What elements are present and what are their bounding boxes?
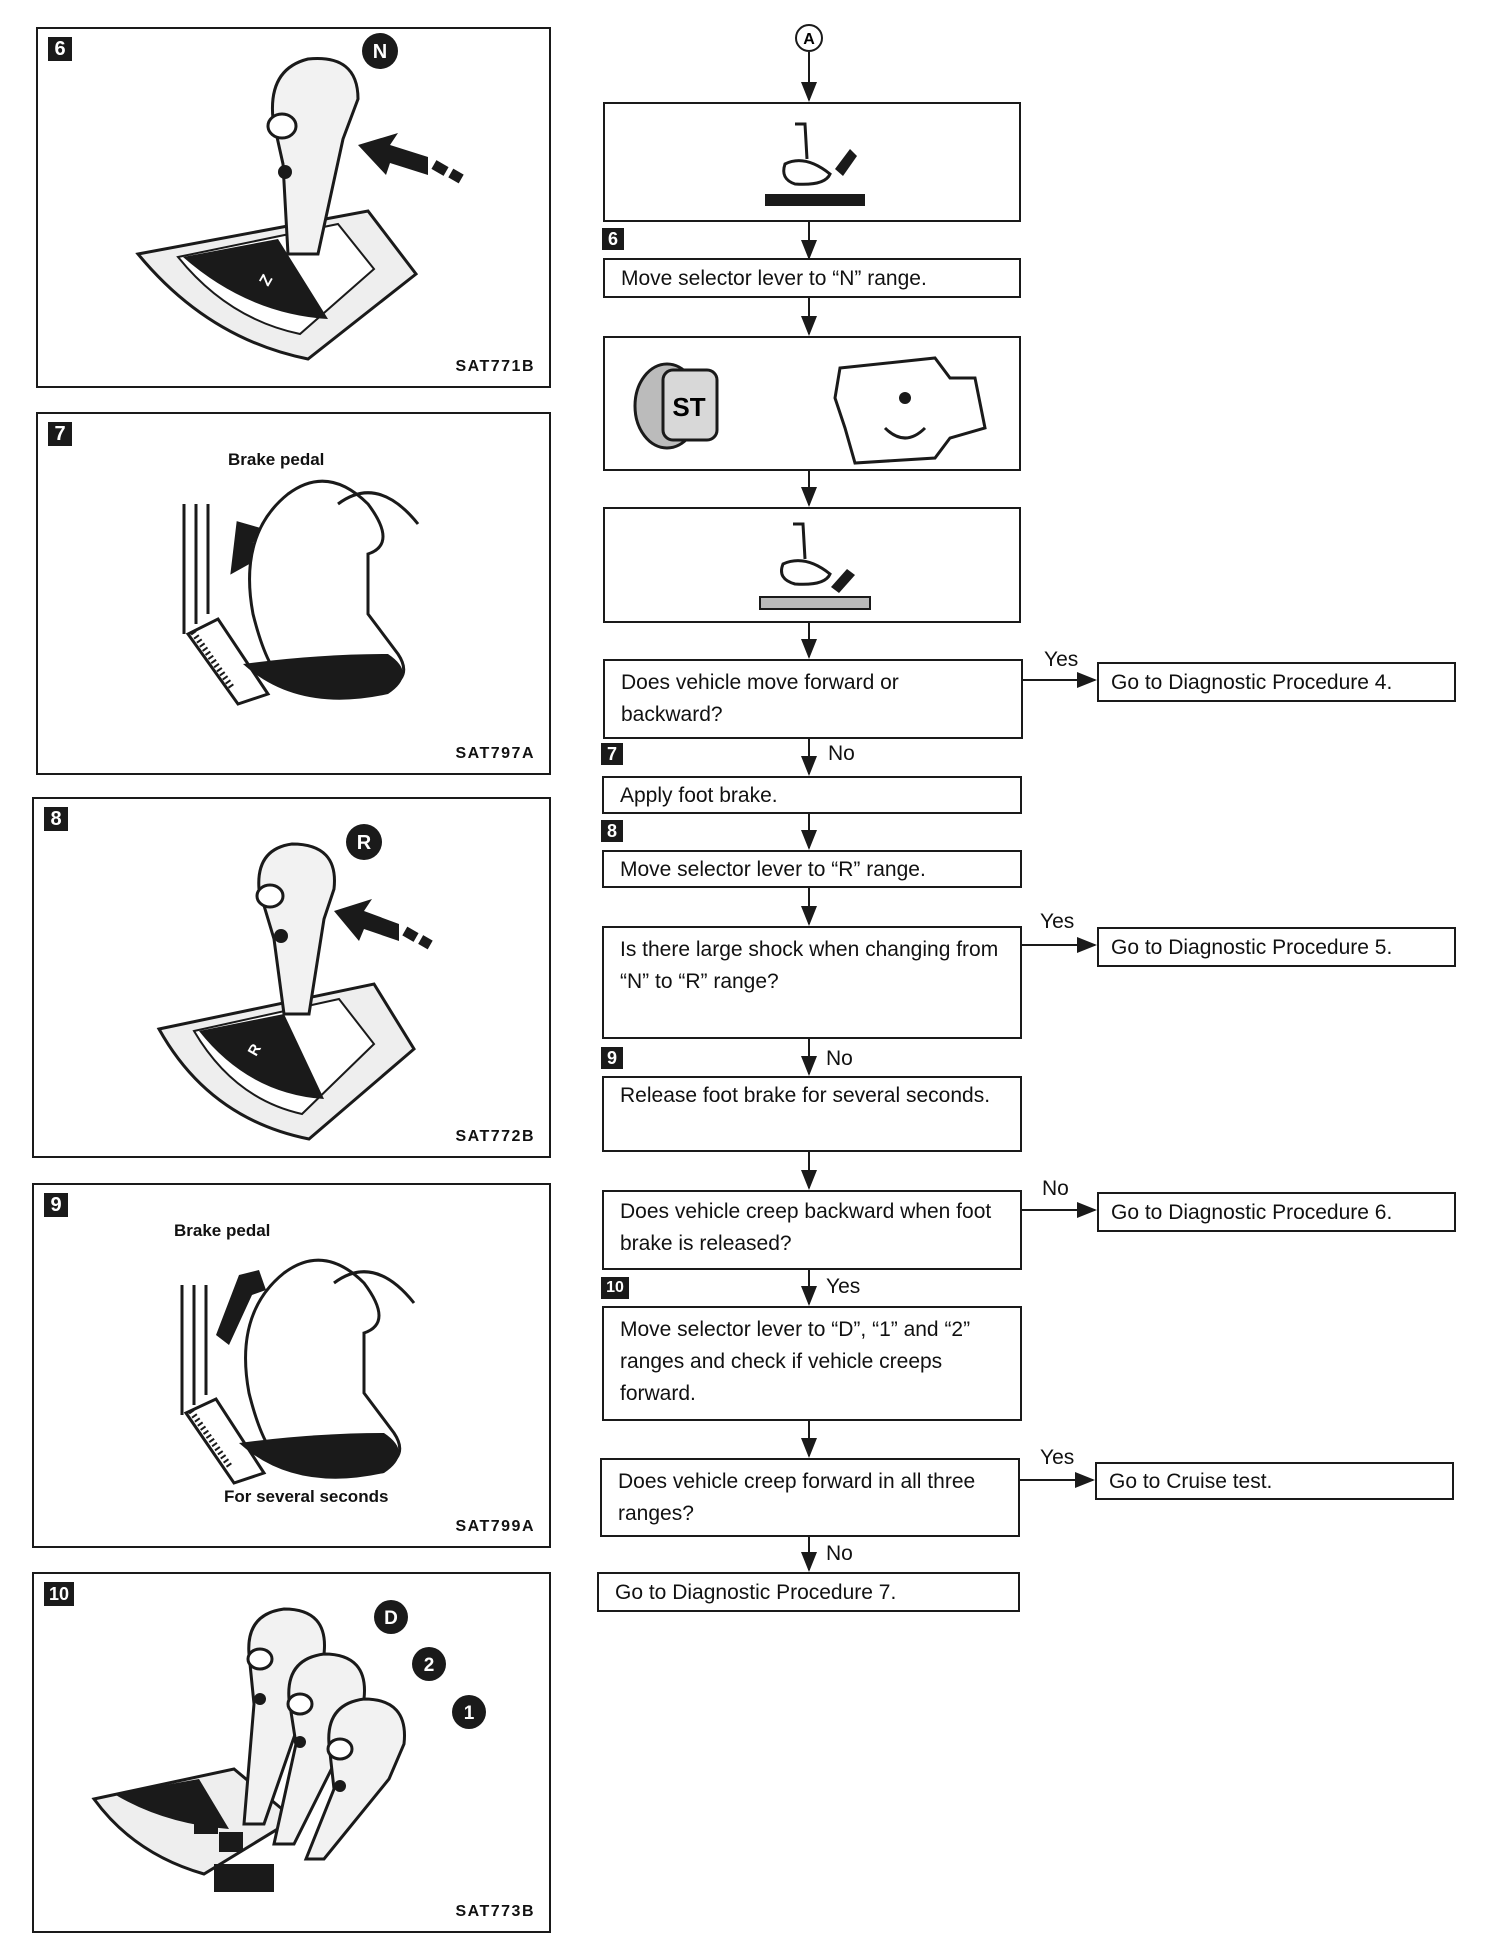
pic-start-engine: ST <box>603 336 1021 471</box>
step-badge: 9 <box>44 1193 68 1217</box>
figure-code: SAT797A <box>455 745 535 762</box>
box-move-to-d12: Move selector lever to “D”, “1” and “2” … <box>602 1306 1022 1421</box>
label-yes-4: Yes <box>1040 1446 1075 1469</box>
step-badge: 6 <box>48 37 72 61</box>
outcome-dp4: Go to Diagnostic Procedure 4. <box>1097 662 1456 702</box>
gate-2-marker <box>219 1832 243 1852</box>
box-question-shock: Is there large shock when changing from … <box>602 926 1022 1039</box>
step-badge: 10 <box>44 1582 74 1606</box>
label-no-3: No <box>1042 1177 1069 1200</box>
label-no-4: No <box>826 1542 853 1565</box>
range-badge-2: 2 <box>424 1655 435 1676</box>
label-yes-3: Yes <box>826 1275 861 1298</box>
box-question-creep-backward: Does vehicle creep backward when foot br… <box>602 1190 1022 1270</box>
figure-code: SAT771B <box>455 358 535 375</box>
panel-step-10: 10 D 2 1 SAT773B <box>32 1572 551 1933</box>
selector-lever-r-illustration: R R <box>156 824 433 1141</box>
box-go-dp7: Go to Diagnostic Procedure 7. <box>597 1572 1020 1612</box>
pic-foot-pressed <box>603 507 1021 623</box>
step-7-marker: 7 <box>601 743 623 765</box>
duration-caption: For several seconds <box>224 1487 389 1506</box>
label-no-2: No <box>826 1047 853 1070</box>
brake-pedal-release-illustration <box>180 1258 416 1485</box>
step-9-marker: 9 <box>601 1047 623 1069</box>
step-badge: 8 <box>44 807 68 831</box>
box-apply-foot-brake: Apply foot brake. <box>602 776 1022 814</box>
figure-code: SAT773B <box>455 1903 535 1920</box>
gate-d-marker <box>194 1814 218 1834</box>
foot-pedal-release-icon <box>765 122 865 206</box>
brake-pedal-press-illustration <box>182 479 420 706</box>
key-st-label: ST <box>672 392 705 422</box>
range-badge-r: R <box>357 832 372 854</box>
connector-a-label: A <box>803 31 815 48</box>
box-release-foot-brake: Release foot brake for several seconds. <box>602 1076 1022 1152</box>
selector-lever-d21-illustration: D 2 1 <box>91 1600 486 1892</box>
panel-step-8: 8 R R SAT772B <box>32 797 551 1158</box>
box-question-creep-forward: Does vehicle creep forward in all three … <box>600 1458 1020 1537</box>
box-move-to-r: Move selector lever to “R” range. <box>602 850 1022 888</box>
selector-lever-n-illustration: N Z <box>135 33 464 361</box>
connector-a-circle <box>795 24 823 52</box>
step-8-marker: 8 <box>601 820 623 842</box>
label-no-1: No <box>828 742 855 765</box>
brake-pedal-caption: Brake pedal <box>174 1221 271 1240</box>
box-move-to-n: Move selector lever to “N” range. <box>603 258 1021 298</box>
start-engine-icon: ST <box>633 356 987 465</box>
figure-code: SAT772B <box>455 1128 535 1145</box>
panel-step-6: 6 N Z SAT771B <box>36 27 551 388</box>
outcome-cruise-test: Go to Cruise test. <box>1095 1462 1454 1500</box>
label-yes-2: Yes <box>1040 910 1075 933</box>
panel-step-9: 9 Brake pedal For several seconds SAT799… <box>32 1183 551 1548</box>
brake-pedal-caption: Brake pedal <box>228 450 325 469</box>
range-badge-d: D <box>384 1608 398 1629</box>
outcome-dp6: Go to Diagnostic Procedure 6. <box>1097 1192 1456 1232</box>
pic-foot-released <box>603 102 1021 222</box>
figure-code: SAT799A <box>455 1518 535 1535</box>
step-badge: 7 <box>48 422 72 446</box>
panel-step-7: 7 Brake pedal SAT797A <box>36 412 551 775</box>
step-10-marker: 10 <box>601 1277 629 1299</box>
range-badge-n: N <box>373 41 387 63</box>
outcome-dp5: Go to Diagnostic Procedure 5. <box>1097 927 1456 967</box>
label-yes-1: Yes <box>1044 648 1079 671</box>
box-question-move: Does vehicle move forward or backward? <box>603 659 1023 739</box>
step-6-marker: 6 <box>602 228 624 250</box>
range-badge-1: 1 <box>464 1703 475 1724</box>
gate-1-marker <box>214 1864 274 1892</box>
foot-pedal-press-icon <box>759 522 871 610</box>
